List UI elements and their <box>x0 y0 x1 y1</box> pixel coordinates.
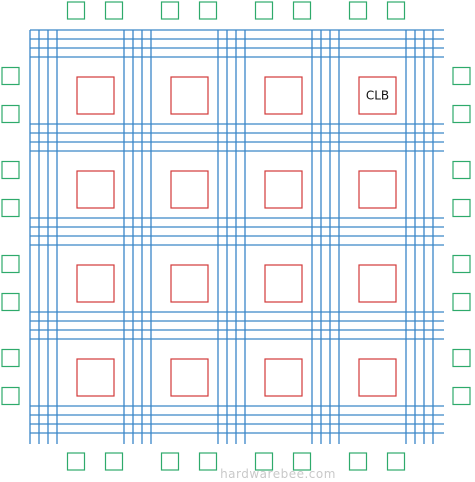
clb-array <box>76 76 397 397</box>
clb-block <box>358 170 397 209</box>
io-pad-bottom <box>292 452 312 471</box>
io-pad-left <box>1 198 20 218</box>
io-pad-left <box>1 386 20 406</box>
io-pad-right <box>452 386 471 406</box>
clb-block <box>76 170 115 209</box>
io-pad-right <box>452 104 471 124</box>
routing-channels <box>29 29 444 444</box>
io-pad-left <box>1 292 20 312</box>
io-pad-bottom <box>254 452 274 471</box>
io-pad-top <box>104 1 124 20</box>
io-pad-top <box>254 1 274 20</box>
io-pad-left <box>1 104 20 124</box>
io-pad-bottom <box>198 452 218 471</box>
io-pad-top <box>66 1 86 20</box>
clb-block <box>264 76 303 115</box>
clb-block <box>358 264 397 303</box>
clb-block <box>76 264 115 303</box>
io-pad-right <box>452 292 471 312</box>
clb-block <box>170 264 209 303</box>
io-pad-right <box>452 198 471 218</box>
clb-block <box>76 358 115 397</box>
clb-block <box>170 76 209 115</box>
io-pad-top <box>292 1 312 20</box>
io-pad-right <box>452 160 471 180</box>
io-pad-left <box>1 348 20 368</box>
clb-block <box>264 358 303 397</box>
io-pad-left <box>1 254 20 274</box>
clb-block <box>358 358 397 397</box>
clb-block <box>170 358 209 397</box>
io-pad-bottom <box>160 452 180 471</box>
clb-block <box>170 170 209 209</box>
io-pad-right <box>452 348 471 368</box>
clb-block <box>358 76 397 115</box>
io-pad-ring <box>1 1 471 471</box>
watermark: hardwarebee.com <box>220 467 336 481</box>
io-pad-top <box>198 1 218 20</box>
io-pad-bottom <box>386 452 406 471</box>
io-pad-left <box>1 160 20 180</box>
clb-block <box>264 170 303 209</box>
io-pad-top <box>160 1 180 20</box>
clb-label: CLB <box>366 89 389 103</box>
io-pad-top <box>386 1 406 20</box>
io-pad-bottom <box>66 452 86 471</box>
io-pad-top <box>348 1 368 20</box>
io-pad-left <box>1 66 20 86</box>
io-pad-bottom <box>104 452 124 471</box>
io-pad-bottom <box>348 452 368 471</box>
io-pad-right <box>452 254 471 274</box>
io-pad-right <box>452 66 471 86</box>
clb-block <box>76 76 115 115</box>
clb-block <box>264 264 303 303</box>
